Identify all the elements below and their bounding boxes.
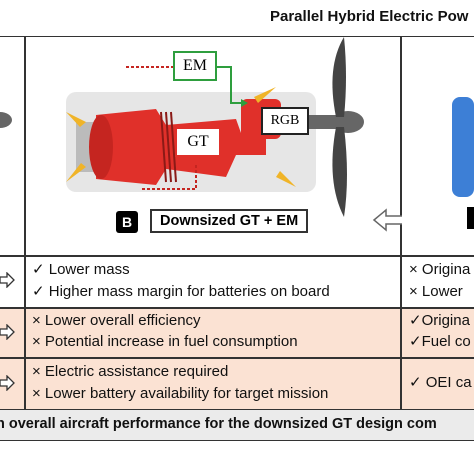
header-title: Parallel Hybrid Electric Pow bbox=[270, 8, 469, 25]
row1-right-line1: × Origina bbox=[409, 261, 471, 278]
row2-left-line1: × Lower overall efficiency bbox=[32, 312, 201, 329]
left-column-divider bbox=[24, 36, 26, 409]
comparison-row-1 bbox=[0, 255, 474, 307]
comparison-row-2 bbox=[0, 307, 474, 357]
row1-right-line2: × Lower bbox=[409, 283, 463, 300]
footer-caption-bar: n overall aircraft performance for the d… bbox=[0, 409, 474, 441]
gt-fuel-line bbox=[141, 165, 197, 190]
left-column-divider bbox=[24, 255, 26, 409]
propeller-blade-bottom bbox=[332, 127, 347, 217]
row-divider bbox=[0, 357, 474, 359]
arrow-right-icon bbox=[0, 324, 15, 340]
row3-left-line1: × Electric assistance required bbox=[32, 363, 229, 380]
arrow-right-icon bbox=[0, 272, 15, 288]
footer-caption: n overall aircraft performance for the d… bbox=[0, 416, 437, 432]
electric-unit bbox=[452, 97, 474, 197]
right-engine-illustration bbox=[452, 97, 474, 229]
figure-caption: Downsized GT + EM bbox=[150, 209, 309, 233]
right-engine-diagram bbox=[402, 37, 474, 255]
row2-right-line1: ✓Origina bbox=[409, 312, 470, 329]
airflow-arrows bbox=[66, 87, 296, 187]
gt-inlet bbox=[89, 115, 113, 179]
cropped-propeller-icon bbox=[0, 112, 12, 128]
gt-label: GT bbox=[175, 127, 221, 157]
em-label: EM bbox=[173, 51, 217, 81]
rgb-label: RGB bbox=[261, 107, 309, 135]
em-arrowhead bbox=[241, 99, 248, 107]
right-column-divider bbox=[400, 255, 402, 409]
row2-left-line2: × Potential increase in fuel consumption bbox=[32, 333, 298, 350]
row2-right-line2: ✓Fuel co bbox=[409, 333, 471, 350]
arrow-right-icon bbox=[0, 375, 15, 391]
figure-badge: B bbox=[116, 211, 138, 233]
propeller-blade-top bbox=[332, 37, 346, 117]
header-bar: Parallel Hybrid Electric Pow bbox=[0, 0, 474, 37]
row-divider bbox=[0, 307, 474, 309]
row3-right-line1: ✓ OEI ca bbox=[409, 374, 472, 391]
engine-diagram: EM GT RGB B Downsized GT + EM bbox=[26, 37, 400, 255]
comparison-row-3 bbox=[0, 357, 474, 409]
row3-left-line2: × Lower battery availability for target … bbox=[32, 385, 329, 402]
right-badge bbox=[467, 207, 474, 229]
row1-left-line1: ✓ Lower mass bbox=[32, 261, 130, 278]
compressor-blades bbox=[160, 111, 177, 183]
row-divider bbox=[0, 255, 474, 257]
row1-left-line2: ✓ Higher mass margin for batteries on bo… bbox=[32, 283, 330, 300]
